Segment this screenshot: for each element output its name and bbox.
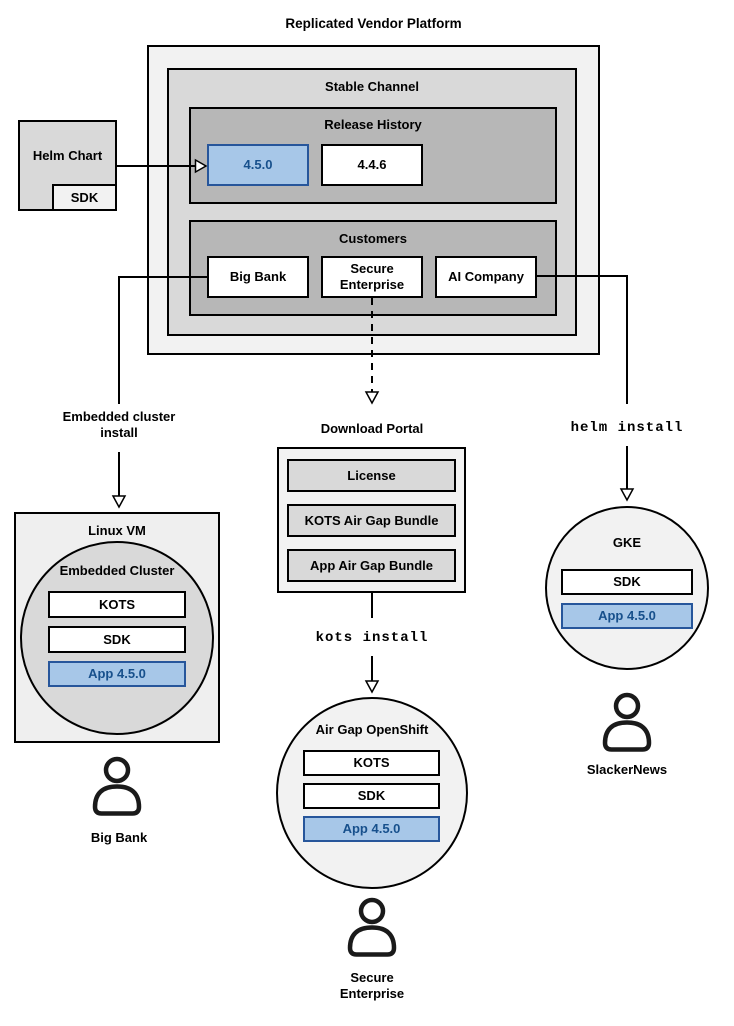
customer-big-bank: Big Bank	[207, 256, 309, 298]
helm-chart-label: Helm Chart	[32, 147, 103, 163]
kots-install-label: kots install	[315, 630, 429, 646]
gke-label: GKE	[612, 535, 642, 550]
gke-sdk: SDK	[561, 569, 693, 595]
airgap-app: App 4.5.0	[303, 816, 440, 842]
arrowhead-down-icon	[364, 680, 380, 694]
stable-channel-label: Stable Channel	[325, 79, 419, 94]
release-version-previous: 4.4.6	[321, 144, 423, 186]
arrowhead-down-icon	[364, 391, 380, 405]
linux-vm-label: Linux VM	[88, 523, 146, 538]
embedded-cluster-sdk: SDK	[48, 626, 186, 653]
embedded-cluster-label: Embedded Cluster	[59, 563, 175, 578]
secure-enterprise-user-label: Secure Enterprise	[339, 970, 405, 1001]
customers-label: Customers	[339, 231, 407, 246]
portal-kots-airgap-bundle-box: KOTS Air Gap Bundle	[287, 504, 456, 537]
slackernews-user-label: SlackerNews	[586, 762, 668, 777]
portal-app-airgap-bundle-box: App Air Gap Bundle	[287, 549, 456, 582]
portal-license-box: License	[287, 459, 456, 492]
big-bank-user-label: Big Bank	[90, 830, 148, 845]
embedded-cluster-install-label: Embedded cluster install	[62, 409, 176, 440]
embedded-cluster-app: App 4.5.0	[48, 661, 186, 687]
customer-secure-enterprise: Secure Enterprise	[321, 256, 423, 298]
airgap-sdk: SDK	[303, 783, 440, 809]
helm-chart-sdk-box: SDK	[52, 184, 117, 211]
user-icon	[92, 756, 142, 816]
user-icon	[602, 692, 652, 752]
release-version-current: 4.5.0	[207, 144, 309, 186]
embedded-cluster-kots: KOTS	[48, 591, 186, 618]
airgap-kots: KOTS	[303, 750, 440, 776]
customer-ai-company: AI Company	[435, 256, 537, 298]
user-icon	[347, 897, 397, 957]
diagram-title: Replicated Vendor Platform	[285, 16, 462, 31]
arrowhead-down-icon	[111, 495, 127, 509]
gke-app: App 4.5.0	[561, 603, 693, 629]
arrowhead-down-icon	[619, 488, 635, 502]
helm-install-label: helm install	[570, 420, 684, 436]
airgap-openshift-label: Air Gap OpenShift	[315, 722, 429, 737]
release-history-label: Release History	[324, 117, 422, 132]
download-portal-label: Download Portal	[320, 421, 424, 436]
